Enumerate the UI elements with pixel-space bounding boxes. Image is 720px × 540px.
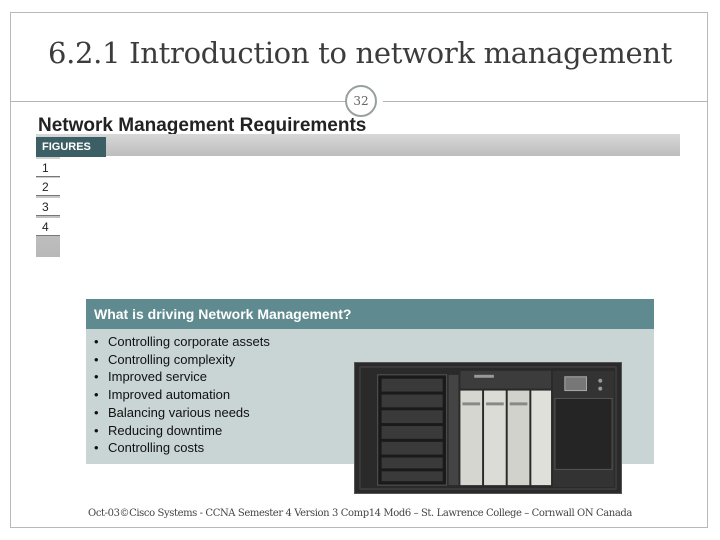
figure-button-2[interactable]: 2 [36, 178, 60, 196]
bullet-item: Controlling costs [94, 439, 270, 457]
slide-title: 6.2.1 Introduction to network management [47, 36, 673, 70]
figure-button-1[interactable]: 1 [36, 159, 60, 177]
page-number: 32 [345, 85, 377, 117]
title-rule-right [383, 101, 707, 102]
figure-button-4[interactable]: 4 [36, 218, 60, 236]
bullet-item: Reducing downtime [94, 422, 270, 440]
figures-tab[interactable]: FIGURES [36, 137, 106, 157]
bullet-item: Improved service [94, 368, 270, 386]
bullet-list: Controlling corporate assets Controlling… [94, 333, 270, 457]
router-chassis-image [354, 362, 622, 494]
slide-footer: Oct-03©Cisco Systems - CCNA Semester 4 V… [88, 508, 632, 519]
content-box-title: What is driving Network Management? [86, 299, 654, 329]
bullet-item: Controlling corporate assets [94, 333, 270, 351]
figure-top-bar [36, 134, 680, 156]
figure-button-3[interactable]: 3 [36, 198, 60, 216]
title-rule-left [11, 101, 346, 102]
bullet-item: Controlling complexity [94, 351, 270, 369]
figure-heading: Network Management Requirements [38, 115, 367, 136]
slide-frame [10, 12, 708, 528]
bullet-item: Balancing various needs [94, 404, 270, 422]
bullet-item: Improved automation [94, 386, 270, 404]
